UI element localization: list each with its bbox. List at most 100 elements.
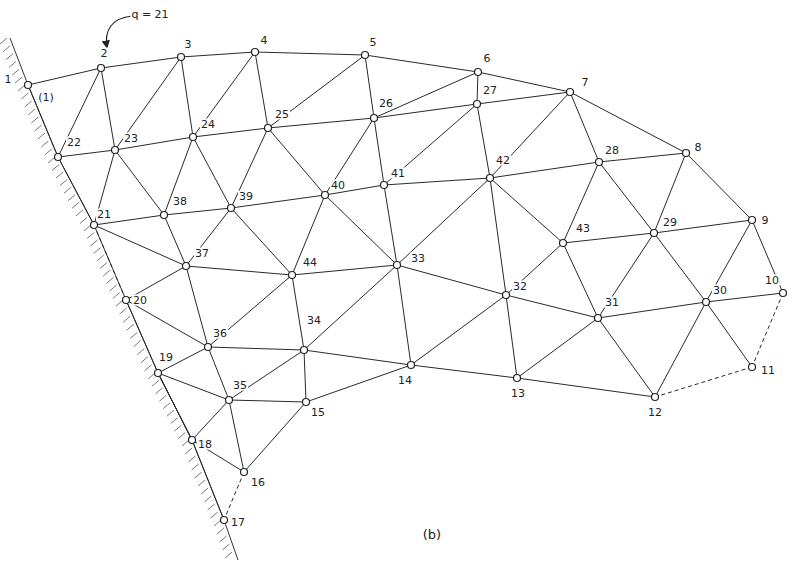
- wall-hatch: [76, 210, 83, 216]
- wall-hatch: [15, 77, 22, 83]
- node-number: 41: [390, 168, 406, 179]
- mesh-node: [91, 222, 98, 229]
- mesh-node: [749, 364, 756, 371]
- mesh-node: [567, 89, 574, 96]
- wall-hatch: [64, 187, 71, 193]
- mesh-edge: [477, 104, 490, 178]
- mesh-node: [683, 150, 690, 157]
- mesh-edge: [686, 153, 752, 220]
- mesh-node: [226, 397, 233, 404]
- mesh-node: [475, 69, 482, 76]
- mesh-edge: [655, 367, 752, 397]
- node-number: 26: [378, 98, 394, 109]
- mesh-edge: [374, 118, 384, 185]
- mesh-edge: [490, 92, 570, 178]
- node-number: 17: [230, 517, 246, 528]
- wall-hatch: [3, 46, 10, 52]
- mesh-edge: [229, 400, 306, 402]
- wall-hatch: [171, 418, 178, 424]
- mesh-edge: [706, 220, 752, 302]
- node-number: 25: [274, 109, 290, 120]
- node-number: 2: [100, 48, 109, 59]
- node-number: 23: [123, 133, 139, 144]
- node-number: 42: [495, 155, 511, 166]
- node-number: 16: [250, 477, 266, 488]
- wall-hatch: [94, 248, 101, 254]
- wall-hatch: [222, 544, 229, 550]
- wall-hatch: [188, 456, 195, 462]
- mesh-edge: [384, 185, 397, 265]
- node-number: 36: [212, 328, 228, 339]
- mesh-nodes: [25, 49, 787, 524]
- wall-hatch: [198, 480, 205, 486]
- mesh-edge: [365, 55, 478, 72]
- mesh-node: [55, 154, 62, 161]
- mesh-node: [503, 292, 510, 299]
- mesh-edge: [506, 295, 517, 378]
- mesh-edge: [563, 162, 599, 243]
- wall-hatch: [195, 472, 202, 478]
- node-number: 24: [200, 119, 216, 130]
- mesh-edge: [231, 208, 292, 275]
- mesh-edge: [306, 365, 411, 402]
- wall-hatch: [45, 149, 52, 155]
- node-number: 28: [604, 145, 620, 156]
- mesh-edge: [752, 293, 783, 367]
- mesh-edge: [384, 104, 477, 185]
- mesh-edge: [164, 137, 193, 215]
- mesh-edge: [517, 318, 598, 378]
- node-number: 32: [512, 281, 528, 292]
- mesh-node: [98, 65, 105, 72]
- mesh-edge: [115, 150, 164, 215]
- wall-hatch: [159, 395, 166, 401]
- wall-hatch: [97, 255, 104, 261]
- node-number: 40: [330, 180, 346, 191]
- mesh-node: [25, 82, 32, 89]
- wall-hatch: [106, 278, 113, 284]
- wall-hatch: [110, 285, 117, 291]
- node-number: 6: [483, 53, 492, 64]
- wall-hatch: [31, 117, 38, 123]
- mesh-edge: [244, 402, 306, 472]
- wall-hatch: [80, 217, 87, 223]
- figure-caption: (b): [422, 528, 442, 541]
- mesh-edge: [490, 178, 563, 243]
- mesh-edge: [384, 178, 490, 185]
- wall-hatch: [38, 133, 45, 139]
- wall-hatch: [214, 520, 221, 526]
- mesh-edge: [477, 72, 478, 104]
- mesh-node: [205, 344, 212, 351]
- node-number: 33: [410, 253, 426, 264]
- node-number: 30: [712, 285, 728, 296]
- wall-hatch: [163, 403, 170, 409]
- wall-hatch: [18, 85, 25, 91]
- wall-hatch: [41, 141, 48, 147]
- wall-hatch: [113, 293, 120, 299]
- mesh-node: [183, 263, 190, 270]
- mesh-node: [474, 101, 481, 108]
- node-number: 4: [260, 35, 269, 46]
- wall-hatch: [185, 448, 192, 454]
- wall-hatch: [130, 332, 137, 338]
- mesh-edge: [255, 52, 365, 55]
- mesh-edge: [374, 72, 478, 118]
- mesh-edge: [101, 57, 181, 68]
- mesh-edge: [193, 52, 255, 137]
- mesh-edge: [158, 373, 229, 400]
- mesh-edge: [231, 128, 268, 208]
- wall-hatch: [134, 341, 141, 347]
- mesh-edge: [181, 57, 193, 137]
- wall-hatch: [87, 233, 94, 239]
- wall-hatch: [178, 433, 185, 439]
- mesh-node: [112, 147, 119, 154]
- wall-hatch: [211, 512, 218, 518]
- wall-hatch: [60, 180, 67, 186]
- mesh-edge: [193, 137, 231, 208]
- mesh-edge: [654, 233, 706, 302]
- node-number: 7: [581, 77, 590, 88]
- mesh-edge: [158, 373, 192, 440]
- mesh-edge: [325, 118, 374, 195]
- mesh-edge: [411, 365, 517, 378]
- wall-hatch: [208, 504, 215, 510]
